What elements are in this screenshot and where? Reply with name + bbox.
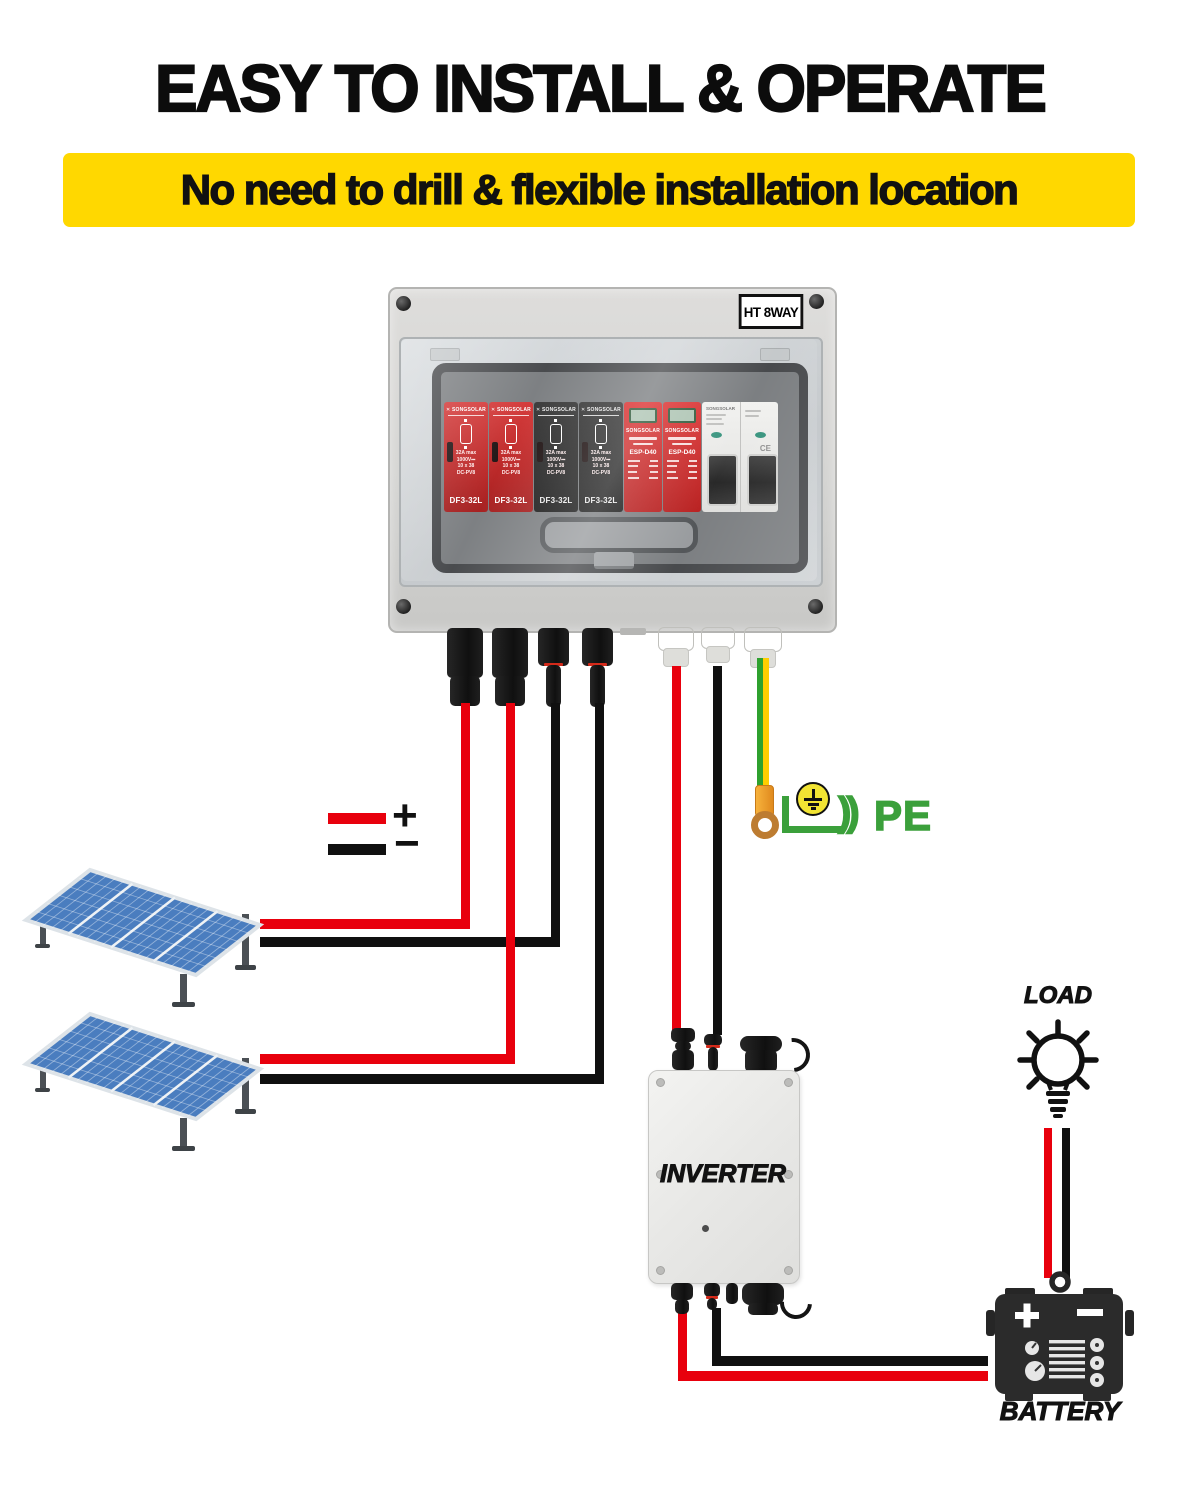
subtitle-text: No need to drill & flexible installation… [180,165,1020,213]
light-bulb-icon [1017,1019,1099,1118]
box-model-label: HT 8WAY [738,294,804,329]
breaker-indicator [754,432,766,438]
fuse-icon [505,419,517,449]
breaker-toggle [746,454,778,506]
brand-label: SONGSOLAR [706,406,736,411]
legend-negative-sign: − [394,819,420,868]
fuse-model-label: DF3-32L [449,496,483,505]
brand-logo-icon: ✕ [490,407,496,413]
wire-inverter-battery-positive [678,1312,687,1381]
spd-module: SONGSOLAR ESP-D40 [624,402,662,512]
mc4-connector [492,628,528,708]
wire-load-negative [1062,1128,1070,1278]
pe-symbol-line [782,826,842,833]
brand-logo-icon: ✕ [445,407,451,413]
battery-icon [986,1271,1134,1401]
spd-module: SONGSOLAR ESP-D40 [663,402,701,512]
battery-label: BATTERY [999,1395,1121,1426]
inverter-antenna-stub [726,1283,738,1304]
fuse-handle-slot [447,442,453,462]
enclosure-vent [620,628,646,635]
wire-inverter-battery-positive [678,1371,988,1381]
lid-hinge [430,348,460,361]
wire-load-positive [1044,1128,1052,1278]
lid-hinge [760,348,790,361]
brand-label: SONGSOLAR [541,407,576,413]
fuse-model-label: DF3-32L [584,496,618,505]
wire-output-positive [672,666,681,1035]
solar-panel [18,1006,278,1156]
screw-icon [809,294,824,309]
inverter-led [702,1225,709,1232]
breaker-indicator [711,432,722,438]
lid-handle-recess [540,517,698,553]
brand-logo-icon: ✕ [535,407,541,413]
spd-model-label: ESP-D40 [629,449,657,456]
spd-indicator-window [668,408,696,423]
spd-model-label: ESP-D40 [668,449,696,456]
fuse-icon [550,419,562,449]
wire-pv1-positive [260,919,470,929]
brand-label: SONGSOLAR [496,407,531,413]
fuse-handle-slot [537,442,543,462]
wire-inverter-battery-negative [712,1356,988,1366]
wire-string2-negative [595,703,604,1084]
page-title: EASY TO INSTALL & OPERATE [154,50,1048,126]
wire-output-negative [713,666,722,1035]
fuse-handle-slot [582,442,588,462]
mc4-connector [447,628,483,708]
breaker-toggle [707,454,738,506]
brand-label: SONGSOLAR [451,407,486,413]
mc4-connector [582,628,613,708]
brand-label: SONGSOLAR [586,407,621,413]
fuse-model-label: DF3-32L [539,496,573,505]
brand-label: SONGSOLAR [625,428,661,434]
pe-label: PE [873,791,933,840]
signal-arcs-icon: )) [837,789,860,835]
legend-positive-line [328,813,386,824]
earth-ground-icon [796,782,830,816]
breaker-pole: SONGSOLAR [702,402,741,512]
legend-positive-sign: + [392,791,418,840]
wire-pv2-positive [260,1054,515,1064]
screw-icon [396,599,411,614]
fuse-model-label: DF3-32L [494,496,528,505]
pe-symbol-line [782,796,789,833]
fuse-handle-slot [492,442,498,462]
fuse-icon [460,419,472,449]
wire-pv2-negative [260,1074,604,1084]
fuse-icon [595,419,607,449]
subtitle-banner: No need to drill & flexible installation… [63,153,1135,227]
mc4-connector [538,628,569,708]
wire-string2-positive [506,703,515,1064]
screw-icon [396,296,411,311]
lid-latch [594,552,634,569]
breaker-pole: CE [741,402,779,512]
ce-mark: CE [759,444,771,453]
inverter-label: INVERTER [659,1159,786,1188]
wire-inverter-battery-negative [712,1308,721,1366]
load-label: LOAD [1023,981,1092,1009]
brand-label: SONGSOLAR [664,428,700,434]
spd-indicator-window [629,408,657,423]
screw-icon [808,599,823,614]
wire-pv1-negative [260,937,560,947]
wire-ground [757,658,769,790]
wire-string1-positive [461,703,470,929]
wire-string1-negative [551,703,560,947]
brand-logo-icon: ✕ [580,407,586,413]
circuit-breaker: SONGSOLAR CE [702,402,778,512]
solar-panel [18,862,278,1012]
inverter [648,1070,800,1284]
ring-terminal [751,811,779,839]
legend-negative-line [328,844,386,855]
